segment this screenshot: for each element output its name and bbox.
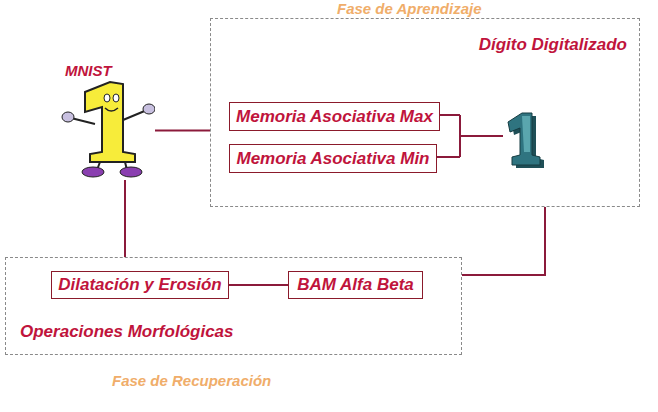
box-label: Memoria Asociativa Max xyxy=(236,107,433,127)
heading-text: Operaciones Morfológicas xyxy=(20,322,234,342)
connector xyxy=(124,180,126,257)
figure-mouth xyxy=(105,108,118,111)
figure-hand xyxy=(143,104,155,114)
connector xyxy=(155,129,210,131)
process-box: Memoria Asociativa Max xyxy=(229,102,440,131)
process-box: Memoria Asociativa Min xyxy=(229,144,437,173)
figure-shoe xyxy=(82,167,104,177)
figure-hand xyxy=(62,112,74,122)
mnist-figure xyxy=(55,62,155,180)
figure-shoe xyxy=(120,167,142,177)
digit-one xyxy=(508,113,540,165)
digit-highlight xyxy=(522,116,530,152)
phase-label: Fase de Aprendizaje xyxy=(337,0,482,17)
box-label: BAM Alfa Beta xyxy=(297,275,414,295)
box-label: Dilatación y Erosión xyxy=(58,275,221,295)
phase-region: Operaciones Morfológicas Dilatación y Ero… xyxy=(5,257,462,355)
dataset-figure: MNIST xyxy=(55,62,155,180)
phase-label: Fase de Recuperación xyxy=(112,372,271,389)
digit-icon xyxy=(508,113,544,168)
process-box: Dilatación y Erosión xyxy=(51,271,229,299)
phase-region: Dígito DigitalizadoMemoria Asociativa Ma… xyxy=(210,18,640,207)
process-box: BAM Alfa Beta xyxy=(288,271,423,299)
figure-body xyxy=(85,82,135,162)
connector xyxy=(229,284,288,286)
box-label: Memoria Asociativa Min xyxy=(236,149,429,169)
heading-text: Dígito Digitalizado xyxy=(479,35,627,55)
figure-eye xyxy=(113,94,119,102)
figure-eye xyxy=(104,94,110,102)
connector xyxy=(462,207,545,275)
heading-text: MNIST xyxy=(65,62,112,79)
